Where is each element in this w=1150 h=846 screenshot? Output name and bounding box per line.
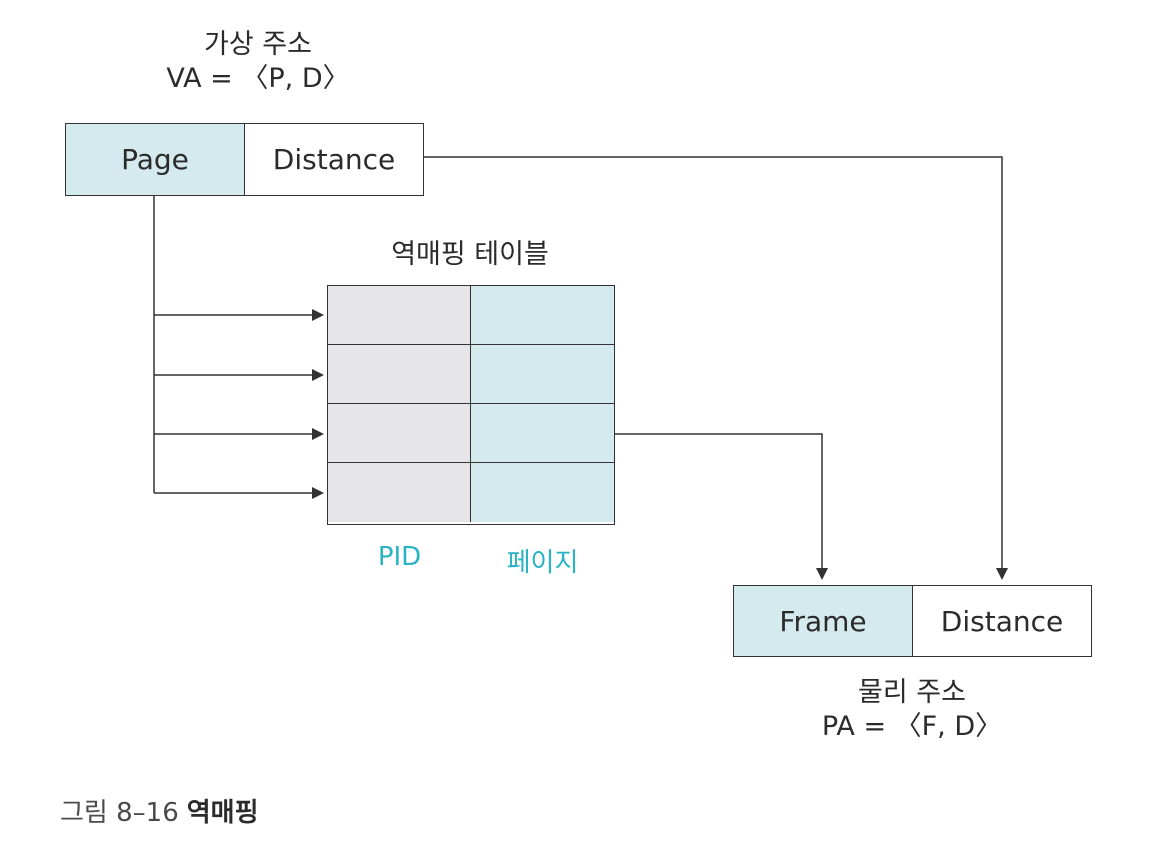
physical-address-title: 물리 주소 PA = 〈F, D〉	[802, 676, 1022, 744]
page-entry-cell	[471, 286, 614, 345]
frame-cell: Frame	[734, 586, 913, 656]
table-title: 역매핑 테이블	[391, 239, 549, 270]
virtual-address-label: 가상 주소	[204, 29, 312, 60]
physical-address-box: Frame Distance	[733, 585, 1092, 657]
page-column-label: 페이지	[506, 548, 579, 578]
virtual-address-box: Page Distance	[65, 123, 424, 196]
pid-column-label: PID	[377, 542, 422, 572]
virtual-address-title: 가상 주소 VA = 〈P, D〉	[150, 28, 366, 96]
pid-cell	[328, 463, 471, 522]
physical-distance-cell: Distance	[913, 586, 1091, 656]
physical-address-label: 물리 주소	[858, 677, 966, 708]
pid-cell	[328, 345, 471, 404]
frame-arrow	[615, 433, 828, 580]
figure-title: 역매핑	[186, 798, 259, 828]
distance-cell: Distance	[245, 124, 423, 195]
virtual-address-formula: VA = 〈P, D〉	[166, 63, 350, 94]
page-entry-cell	[471, 404, 614, 463]
distance-arrow	[424, 156, 1008, 580]
page-entry-cell	[471, 463, 614, 522]
figure-number: 그림 8–16	[60, 798, 179, 828]
physical-address-formula: PA = 〈F, D〉	[821, 711, 1003, 742]
inverted-page-table	[327, 285, 615, 525]
page-cell: Page	[66, 124, 245, 195]
pid-cell	[328, 286, 471, 345]
page-entry-cell	[471, 345, 614, 404]
pid-cell	[328, 404, 471, 463]
